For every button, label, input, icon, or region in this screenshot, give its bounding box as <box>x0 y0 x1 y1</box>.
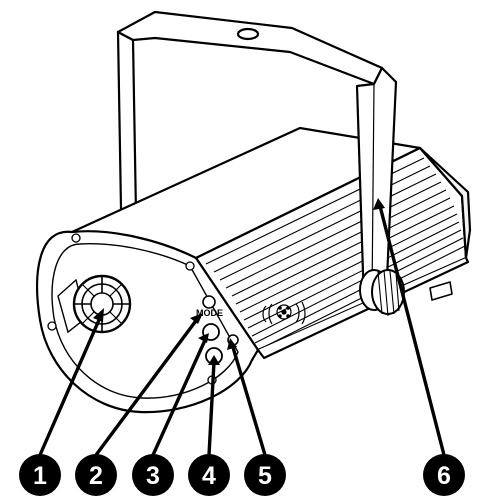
arrow-heads <box>93 198 385 365</box>
callout-4: 4 <box>188 454 230 496</box>
callout-2: 2 <box>75 454 117 496</box>
speaker-grille <box>262 301 306 325</box>
callout-number: 1 <box>33 462 47 490</box>
mode-button: MODE <box>196 295 223 318</box>
callout-1: 1 <box>19 454 61 496</box>
callout-5: 5 <box>244 454 286 496</box>
leader-lines <box>38 204 446 457</box>
callout-number: 6 <box>437 462 451 490</box>
callout-number: 2 <box>89 462 103 490</box>
callout-6: 6 <box>423 454 465 496</box>
callout-badges: 1 2 3 4 5 6 <box>19 454 465 496</box>
fixture-housing <box>70 126 472 360</box>
mode-label: MODE <box>196 308 223 318</box>
lens <box>72 274 132 334</box>
callout-number: 3 <box>146 462 160 490</box>
callout-number: 4 <box>202 462 216 490</box>
callout-number: 5 <box>258 462 272 490</box>
bracket-lock-knob <box>359 269 405 317</box>
callout-3: 3 <box>132 454 174 496</box>
